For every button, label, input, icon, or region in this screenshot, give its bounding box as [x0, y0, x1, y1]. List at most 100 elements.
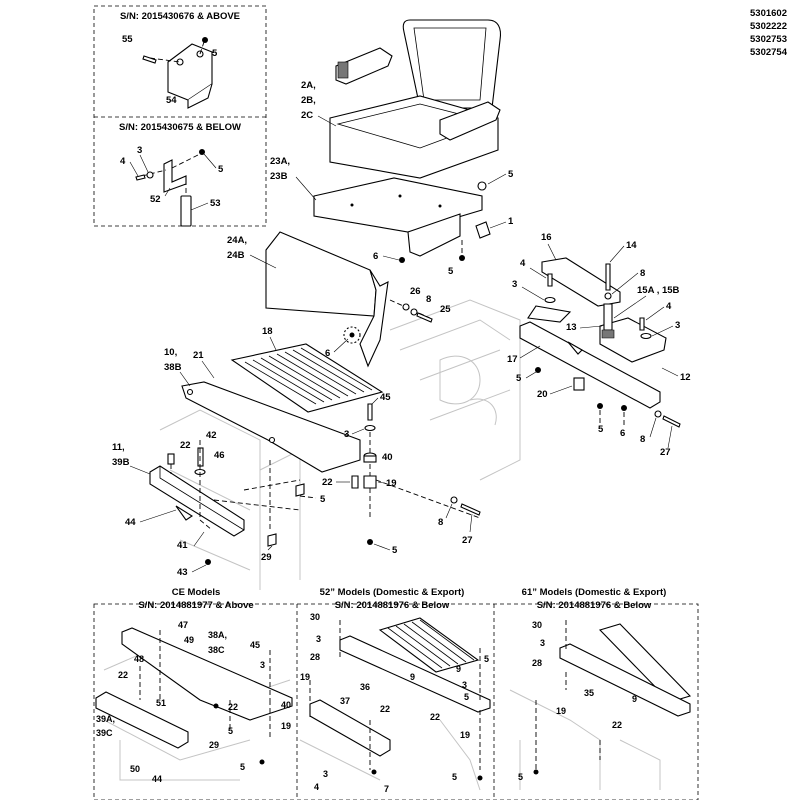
panel-52-models: 52” Models (Domestic & Export) S/N: 2014…: [299, 587, 491, 794]
callout: 3: [540, 638, 545, 648]
model-number-list: 5301602 5302222 5302753 5302754: [750, 8, 788, 58]
leader: [201, 360, 215, 379]
callout-40: 40: [382, 452, 393, 463]
callout: 29: [209, 740, 219, 750]
armrest-right: [439, 101, 501, 141]
callout: 19: [300, 672, 310, 682]
callout-5: 5: [218, 164, 224, 175]
callout-26: 26: [410, 286, 421, 297]
callout-45: 45: [380, 392, 391, 403]
callout: 5: [228, 726, 233, 736]
leader: [445, 503, 473, 533]
callout: 19: [281, 721, 291, 731]
seat-support-panel: [265, 231, 377, 317]
bracket-54-lip: [187, 83, 213, 109]
callout: 40: [281, 700, 291, 710]
leader: [649, 417, 673, 449]
callout-44: 44: [125, 517, 136, 528]
leader: [351, 397, 379, 435]
leader: [179, 371, 191, 387]
callout: 5: [452, 772, 457, 782]
model-number: 5302222: [750, 21, 787, 32]
callout-3: 3: [344, 429, 349, 440]
callout-53: 53: [210, 198, 221, 209]
callout-15ab: 15A , 15B: [637, 285, 680, 296]
callout-21: 21: [193, 350, 204, 361]
callout: 36: [360, 682, 370, 692]
callout: 3: [462, 680, 467, 690]
panel-title: CE Models: [172, 587, 221, 598]
nut-5: [199, 149, 205, 155]
bolt-4: [135, 174, 146, 181]
callout: 45: [250, 640, 260, 650]
callout: 38C: [208, 645, 225, 655]
callout-38b: 38B: [164, 362, 182, 373]
callout-2b: 2B,: [301, 95, 316, 106]
callout: 28: [532, 658, 542, 668]
callout-4: 4: [666, 301, 672, 312]
callout: 30: [532, 620, 542, 630]
floor-mat-assembly: 18 10, 38B 21 45 3: [164, 326, 391, 520]
washer-3: [146, 171, 154, 179]
callout: 50: [130, 764, 140, 774]
callout-19: 19: [386, 478, 397, 489]
leader: [579, 325, 603, 329]
panel-61-models: 61” Models (Domestic & Export) S/N: 2014…: [509, 587, 692, 790]
callout-54: 54: [166, 95, 177, 106]
callout: 51: [156, 698, 166, 708]
seat-support-side: [359, 269, 389, 368]
leader: [139, 509, 177, 523]
callout: 9: [456, 664, 461, 674]
callout: 28: [310, 652, 320, 662]
callout-39b: 39B: [112, 457, 130, 468]
callout-11: 11,: [112, 442, 125, 453]
leader: [267, 545, 273, 551]
callout: 30: [310, 612, 320, 622]
leader: [611, 272, 639, 295]
mount-edge: [159, 466, 245, 531]
rail-16: [541, 257, 621, 307]
bracket-36: [339, 635, 491, 713]
callout-42: 42: [206, 430, 217, 441]
callout: 5: [518, 772, 523, 782]
leader: [661, 367, 679, 377]
callout-4: 4: [520, 258, 526, 269]
nut-5: [477, 181, 487, 191]
callout: 49: [184, 635, 194, 645]
callout-12: 12: [680, 372, 691, 383]
callout-1: 1: [508, 216, 514, 227]
callout-55: 55: [122, 34, 133, 45]
nut-5: [202, 37, 208, 43]
right-rail-assembly: 16 14 8 4 3 15A , 15B 13 4 3 17 5 12: [507, 232, 691, 458]
inset-top-header: S/N: 2015430676 & ABOVE: [120, 11, 240, 22]
callout: 19: [460, 730, 470, 740]
seat-assembly: 2A, 2B, 2C: [301, 19, 502, 179]
callout: 39A,: [96, 714, 115, 724]
callout-17: 17: [507, 354, 518, 365]
callout: 3: [323, 769, 328, 779]
model-number: 5301602: [750, 8, 787, 19]
callout-5: 5: [516, 373, 522, 384]
left-mount: 11, 39B 22 42 46 44 41 43 29: [112, 430, 301, 578]
callout-4: 4: [120, 156, 126, 167]
callout: 3: [260, 660, 265, 670]
callout: 22: [118, 670, 128, 680]
callout: 5: [464, 692, 469, 702]
leader: [249, 254, 277, 269]
callout-23a: 23A,: [270, 156, 290, 167]
leader: [489, 221, 507, 229]
callout: 39C: [96, 728, 113, 738]
assembly-line: [149, 41, 205, 63]
bracket-35: [559, 643, 691, 717]
screw-55: [142, 55, 157, 64]
assembly-line: [141, 153, 201, 196]
bracket-21: [181, 381, 361, 473]
floor-mat: [378, 617, 480, 673]
callout-22: 22: [180, 440, 191, 451]
assembly-line: [375, 479, 481, 519]
panel-title: 52” Models (Domestic & Export): [320, 587, 465, 598]
callout-18: 18: [262, 326, 273, 337]
callout-8: 8: [640, 434, 645, 445]
tractor-frame-outline: [159, 299, 521, 590]
